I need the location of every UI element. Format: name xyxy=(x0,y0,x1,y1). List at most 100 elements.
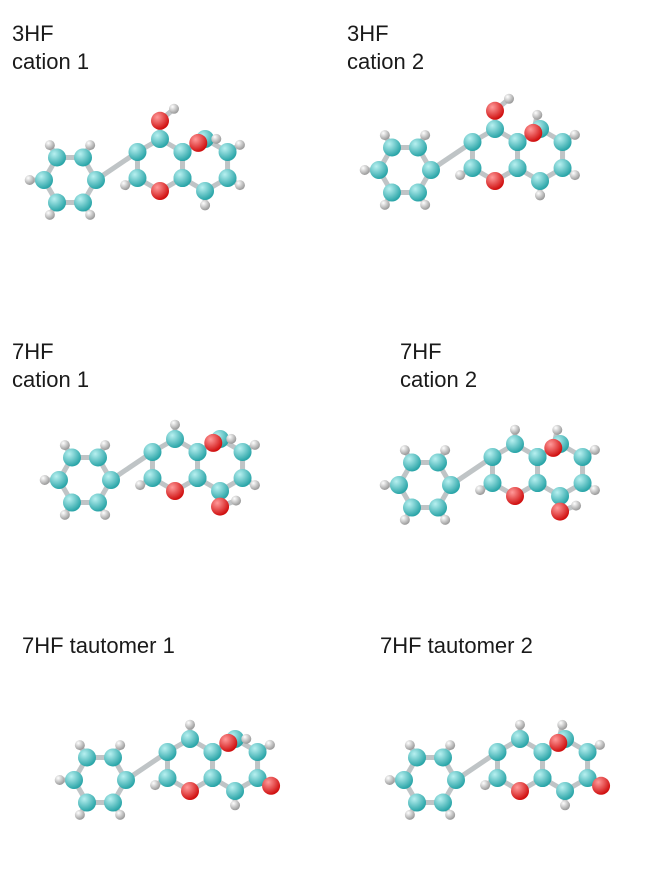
carbon-atom xyxy=(218,143,237,161)
oxygen-atom xyxy=(549,733,568,752)
carbon-atom xyxy=(486,120,504,138)
molecule-7hf-tautomer-2 xyxy=(384,719,611,820)
hydrogen-atom xyxy=(455,170,466,181)
oxygen-atom xyxy=(592,776,611,795)
label-line2: cation 2 xyxy=(347,49,425,74)
hydrogen-atom xyxy=(211,133,222,144)
hydrogen-atom xyxy=(39,475,50,485)
hydrogen-atom xyxy=(445,740,456,751)
hydrogen-atom xyxy=(169,103,179,114)
hydrogen-atom xyxy=(226,433,237,444)
hydrogen-atom xyxy=(420,130,431,141)
carbon-atom xyxy=(158,769,177,787)
label-line1: 7HF xyxy=(12,339,54,364)
hydrogen-atom xyxy=(200,200,211,211)
carbon-atom xyxy=(188,469,207,487)
hydrogen-atom xyxy=(552,424,563,435)
carbon-atom xyxy=(104,793,122,812)
carbon-atom xyxy=(483,474,502,492)
label-3hf-cation-2: 3HF cation 2 xyxy=(347,20,424,76)
carbon-atom xyxy=(409,138,427,157)
carbon-atom xyxy=(211,482,230,500)
carbon-atom xyxy=(218,169,237,187)
carbon-atom xyxy=(63,448,81,467)
carbon-atom xyxy=(463,159,482,177)
carbon-atom xyxy=(74,148,92,167)
hydrogen-atom xyxy=(532,109,543,120)
carbon-atom xyxy=(506,435,524,453)
carbon-atom xyxy=(395,771,413,789)
carbon-atom xyxy=(35,171,53,189)
hydrogen-atom xyxy=(535,190,546,201)
molecule-7hf-tautomer-1 xyxy=(54,719,281,820)
label-line1: 7HF xyxy=(400,339,442,364)
atoms xyxy=(379,424,600,525)
label-line1: 3HF xyxy=(347,21,389,46)
hydrogen-atom xyxy=(504,93,514,104)
atoms xyxy=(24,103,245,220)
carbon-atom xyxy=(78,748,96,767)
oxygen-atom xyxy=(151,182,169,200)
hydrogen-atom xyxy=(85,209,96,220)
carbon-atom xyxy=(403,498,421,517)
hydrogen-atom xyxy=(420,199,431,210)
carbon-atom xyxy=(196,182,215,200)
hydrogen-atom xyxy=(510,424,520,435)
oxygen-atom xyxy=(262,776,281,795)
carbon-atom xyxy=(188,443,207,461)
carbon-atom xyxy=(89,493,107,512)
carbon-atom xyxy=(528,448,547,466)
carbon-atom xyxy=(390,476,408,494)
carbon-atom xyxy=(173,169,192,187)
carbon-atom xyxy=(533,769,552,787)
hydrogen-atom xyxy=(85,140,96,151)
carbon-atom xyxy=(528,474,547,492)
hydrogen-atom xyxy=(440,514,451,525)
hydrogen-atom xyxy=(571,500,582,511)
carbon-atom xyxy=(370,161,388,179)
oxygen-atom xyxy=(486,101,504,120)
hydrogen-atom xyxy=(475,485,486,496)
molecule-3hf-cation-2 xyxy=(359,93,580,210)
oxygen-atom xyxy=(204,433,223,452)
hydrogen-atom xyxy=(569,170,580,181)
carbon-atom xyxy=(87,171,105,189)
oxygen-atom xyxy=(544,438,563,457)
hydrogen-atom xyxy=(234,139,245,150)
carbon-atom xyxy=(434,793,452,812)
carbon-atom xyxy=(409,183,427,202)
carbon-atom xyxy=(533,743,552,761)
label-line1: 7HF tautomer 1 xyxy=(22,633,175,658)
label-line1: 3HF xyxy=(12,21,54,46)
carbon-atom xyxy=(508,133,527,151)
carbon-atom xyxy=(483,448,502,466)
hydrogen-atom xyxy=(135,480,146,491)
oxygen-atom xyxy=(151,111,169,130)
carbon-atom xyxy=(203,769,222,787)
carbon-atom xyxy=(158,743,177,761)
carbon-atom xyxy=(233,443,252,461)
carbon-atom xyxy=(556,782,575,800)
carbon-atom xyxy=(403,453,421,472)
carbon-atom xyxy=(226,782,245,800)
carbon-atom xyxy=(143,469,162,487)
hydrogen-atom xyxy=(150,780,161,791)
carbon-atom xyxy=(511,730,529,748)
carbon-atom xyxy=(447,771,465,789)
molecule-3hf-cation-1 xyxy=(24,103,245,220)
hydrogen-atom xyxy=(59,509,70,520)
hydrogen-atom xyxy=(379,480,390,490)
carbon-atom xyxy=(78,793,96,812)
hydrogen-atom xyxy=(44,209,55,220)
atoms xyxy=(39,419,260,520)
carbon-atom xyxy=(488,743,507,761)
oxygen-atom xyxy=(524,123,543,142)
carbon-atom xyxy=(248,769,267,787)
carbon-atom xyxy=(429,498,447,517)
oxygen-atom xyxy=(506,487,524,505)
carbon-atom xyxy=(151,130,169,148)
carbon-atom xyxy=(508,159,527,177)
hydrogen-atom xyxy=(404,740,415,751)
hydrogen-atom xyxy=(480,780,491,791)
carbon-atom xyxy=(531,172,550,190)
